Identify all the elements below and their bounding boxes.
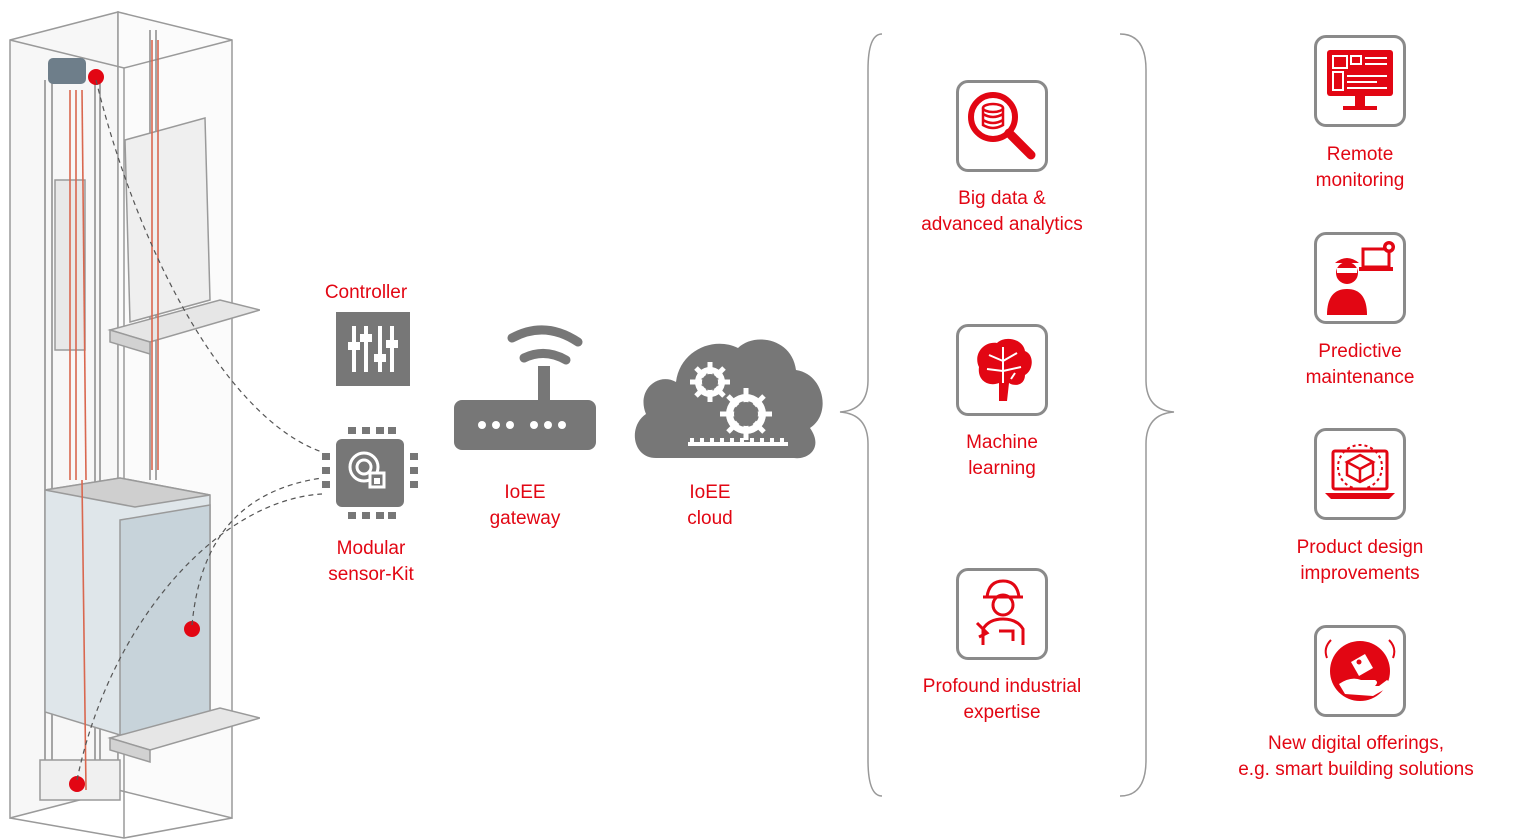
gateway-router-icon bbox=[454, 325, 596, 450]
sensor-kit-label: Modular sensor-Kit bbox=[328, 538, 414, 585]
capability-label-big-data: Big data & advanced analytics bbox=[921, 188, 1083, 235]
outcome-label-digital-offerings: New digital offerings, e.g. smart buildi… bbox=[1238, 733, 1474, 780]
industrial-expert-icon bbox=[956, 568, 1048, 660]
gateway-label: IoEE gateway bbox=[489, 482, 561, 529]
elevator-shaft-illustration bbox=[9, 11, 260, 839]
machine-learning-brain-icon bbox=[956, 324, 1048, 416]
remote-monitoring-icon bbox=[1314, 35, 1406, 127]
right-brace bbox=[1119, 33, 1175, 797]
sensor-kit-icon bbox=[322, 427, 418, 519]
controller-label: Controller bbox=[324, 282, 408, 303]
predictive-maintenance-icon bbox=[1314, 232, 1406, 324]
outcome-label-product-design: Product design improvements bbox=[1296, 537, 1424, 584]
outcome-label-predictive-maintenance: Predictive maintenance bbox=[1305, 341, 1415, 388]
capability-label-machine-learning: Machine learning bbox=[966, 432, 1038, 479]
sensor-connectors bbox=[76, 79, 323, 781]
left-brace bbox=[839, 33, 883, 797]
sensor-point-machine bbox=[88, 69, 104, 85]
controller-icon bbox=[336, 312, 410, 386]
digital-offerings-icon bbox=[1314, 625, 1406, 717]
product-design-icon bbox=[1314, 428, 1406, 520]
cloud-label: IoEE cloud bbox=[687, 482, 733, 529]
sensor-point-pit bbox=[69, 776, 85, 792]
cloud-gears-icon bbox=[634, 339, 823, 459]
outcome-label-remote-monitoring: Remote monitoring bbox=[1315, 144, 1405, 191]
big-data-search-icon bbox=[956, 80, 1048, 172]
sensor-point-door bbox=[184, 621, 200, 637]
capability-label-expertise: Profound industrial expertise bbox=[922, 676, 1082, 723]
